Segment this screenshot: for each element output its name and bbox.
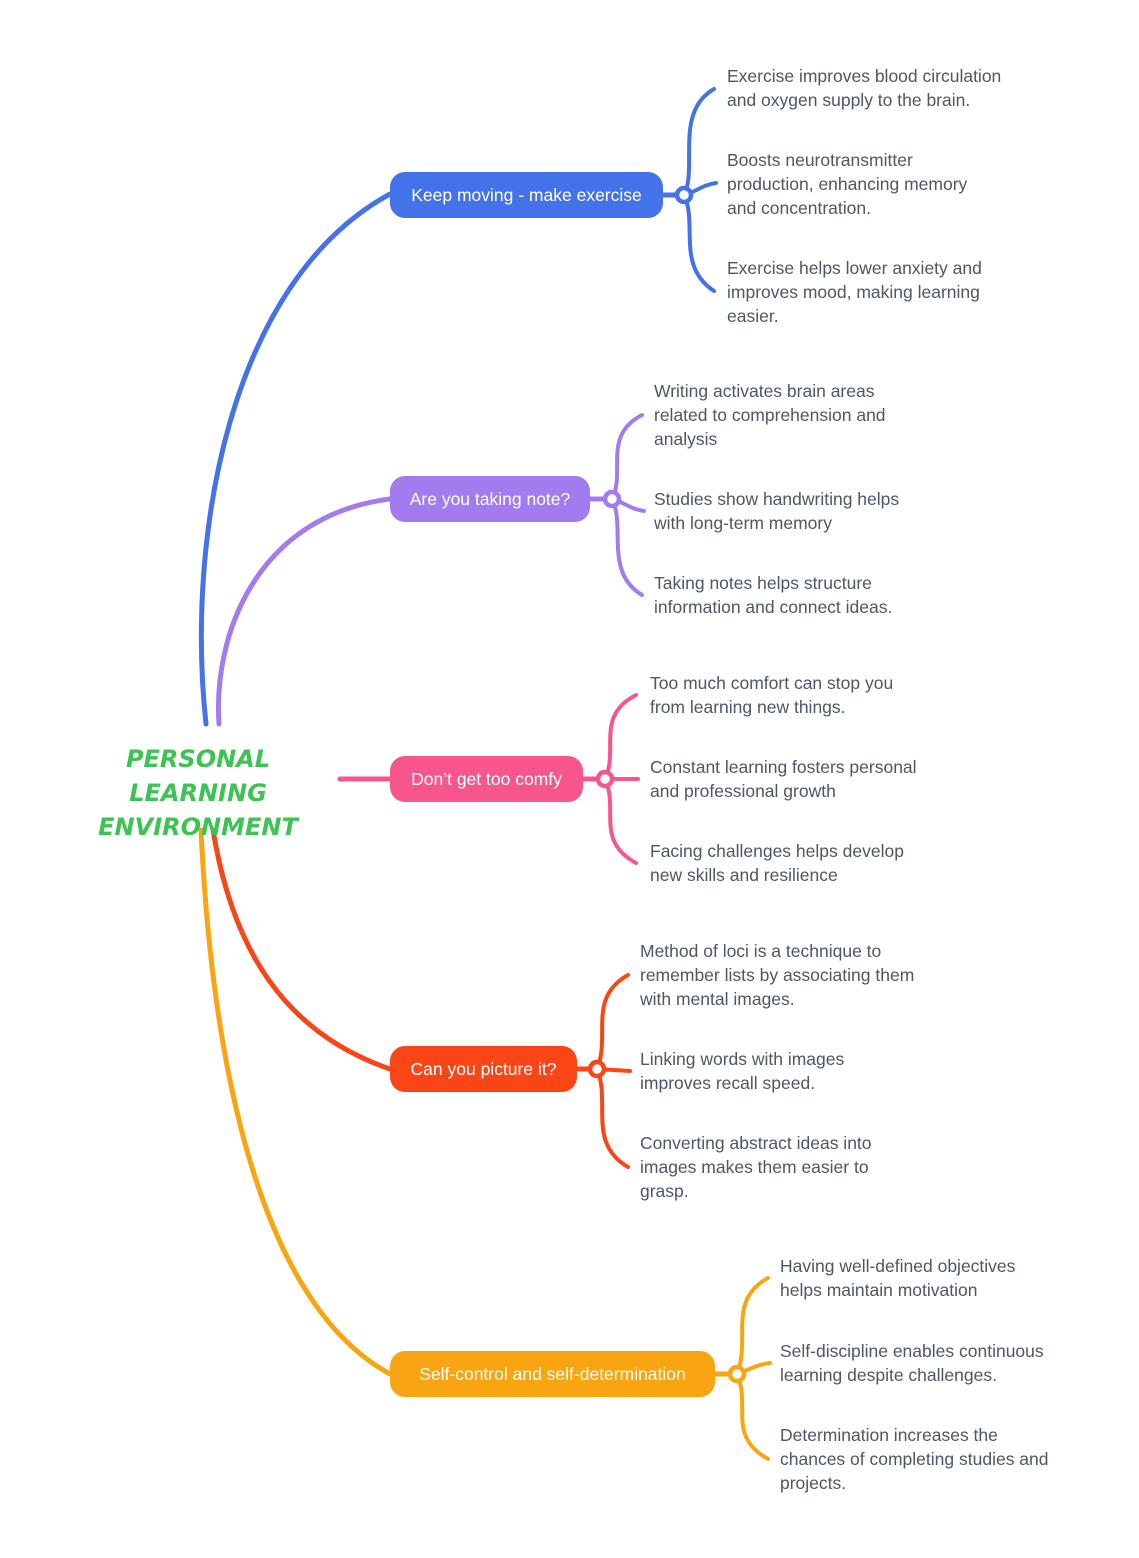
junction-dot-3[interactable]	[595, 769, 615, 789]
leaf-curve-4-3	[595, 1067, 630, 1169]
leaf-curve-5-2	[735, 1361, 772, 1376]
topic-node-too-comfy[interactable]: Don’t get too comfy	[390, 756, 583, 802]
leaf-note[interactable]: Linking words with images improves recal…	[640, 1049, 845, 1093]
leaf-curve-2-1	[610, 413, 644, 501]
branch-curve-2	[215, 496, 393, 727]
leaf-curve-1-1	[682, 87, 716, 197]
branch-curve-1	[198, 191, 393, 727]
leaf-curve-1-2	[682, 181, 718, 197]
leaf-note[interactable]: Constant learning fosters personal and p…	[650, 757, 917, 801]
leaf-curve-4-2	[595, 1067, 632, 1073]
branch-curve-4	[210, 827, 393, 1072]
leaf-note[interactable]: Converting abstract ideas into images ma…	[640, 1133, 872, 1201]
topic-node-picture-it[interactable]: Can you picture it?	[390, 1046, 577, 1092]
branch-curve-5	[198, 827, 393, 1377]
leaf-curve-5-3	[735, 1372, 770, 1461]
leaf-curve-3-3	[603, 777, 638, 865]
leaf-note[interactable]: Taking notes helps structure information…	[654, 573, 893, 617]
leaf-note[interactable]: Determination increases the chances of c…	[780, 1425, 1049, 1493]
topic-node-keep-moving[interactable]: Keep moving - make exercise	[390, 172, 663, 218]
leaf-note[interactable]: Boosts neurotransmitter production, enha…	[727, 150, 968, 218]
junction-dot-4[interactable]	[587, 1059, 607, 1079]
central-topic[interactable]: PERSONAL LEARNING ENVIRONMENT	[98, 745, 298, 841]
topic-node-taking-note[interactable]: Are you taking note?	[390, 476, 590, 522]
topic-node-self-control[interactable]: Self-control and self-determination	[390, 1351, 715, 1397]
leaf-note[interactable]: Exercise helps lower anxiety and improve…	[727, 258, 982, 326]
leaf-curve-2-2	[610, 497, 646, 513]
leaf-curve-1-3	[682, 193, 716, 293]
leaf-note[interactable]: Writing activates brain areas related to…	[654, 381, 886, 449]
leaf-note[interactable]: Method of loci is a technique to remembe…	[640, 941, 915, 1009]
junction-dot-1[interactable]	[674, 185, 694, 205]
leaf-curve-5-1	[735, 1276, 770, 1376]
leaf-curve-4-1	[595, 973, 630, 1071]
leaf-curve-2-3	[610, 497, 644, 597]
leaf-note[interactable]: Facing challenges helps develop new skil…	[650, 841, 904, 885]
leaf-note[interactable]: Self-discipline enables continuous learn…	[780, 1341, 1044, 1385]
junction-dot-5[interactable]	[727, 1364, 747, 1384]
leaf-note[interactable]: Having well-defined objectives helps mai…	[780, 1256, 1016, 1300]
leaf-note[interactable]: Exercise improves blood circulation and …	[727, 66, 1002, 110]
leaf-note[interactable]: Studies show handwriting helps with long…	[654, 489, 900, 533]
junction-dot-2[interactable]	[602, 489, 622, 509]
leaf-curve-3-1	[603, 693, 638, 781]
leaf-note[interactable]: Too much comfort can stop you from learn…	[650, 673, 894, 717]
